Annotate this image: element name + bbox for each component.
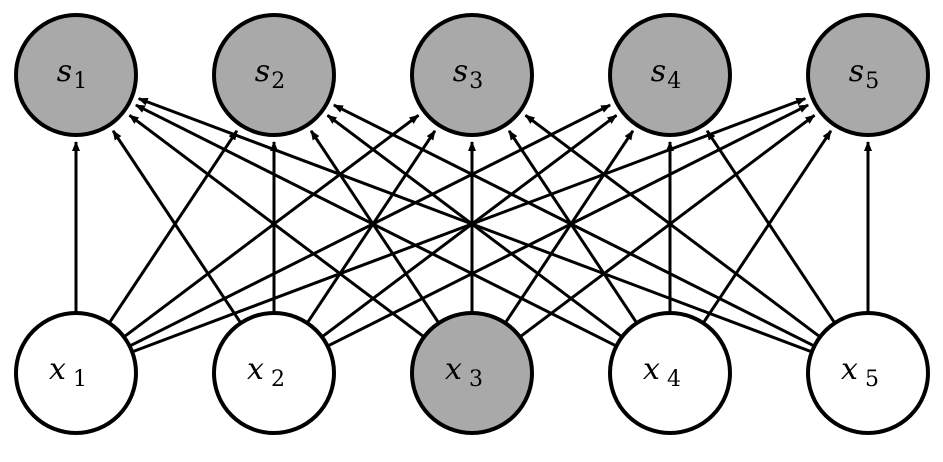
node-s2: s2	[212, 13, 336, 137]
edge-x1-to-s2	[107, 129, 239, 324]
node-s4: s4	[608, 13, 732, 137]
edge-x5-to-s4	[705, 129, 837, 324]
node-label-subscript: 3	[469, 69, 483, 94]
edge-x2-to-s4	[321, 114, 618, 339]
node-s3: s3	[410, 13, 534, 137]
node-label-subscript: 1	[73, 367, 87, 392]
node-circle-x3	[410, 311, 534, 435]
edge-x5-to-s2	[332, 103, 816, 348]
edge-x4-to-s1	[134, 103, 618, 348]
node-label-base: s	[255, 54, 270, 89]
edge-x5-to-s3	[524, 114, 821, 339]
node-circle-x4	[608, 311, 732, 435]
node-label-base: s	[651, 54, 666, 89]
node-label-base: x	[841, 352, 858, 387]
node-label-s1: s1	[57, 54, 87, 94]
node-label-base: x	[643, 352, 660, 387]
node-label-s5: s5	[849, 54, 879, 94]
node-circle-x5	[806, 311, 930, 435]
edge-x1-to-s4	[128, 103, 612, 348]
edge-x3-to-s1	[128, 114, 425, 339]
node-label-subscript: 2	[271, 367, 285, 392]
edge-x4-to-s3	[507, 129, 639, 324]
node-label-base: x	[247, 352, 264, 387]
node-circle-s2	[212, 13, 336, 137]
node-label-s4: s4	[651, 54, 681, 94]
edge-x2-to-s3	[305, 129, 437, 324]
node-label-subscript: 5	[865, 367, 879, 392]
node-label-s3: s3	[453, 54, 483, 94]
node-label-base: x	[445, 352, 462, 387]
node-circle-s4	[608, 13, 732, 137]
node-s1: s1	[14, 13, 138, 137]
node-label-base: s	[57, 54, 72, 89]
node-label-base: s	[453, 54, 468, 89]
node-label-subscript: 4	[667, 367, 681, 392]
node-label-s2: s2	[255, 54, 285, 94]
node-label-subscript: 2	[271, 69, 285, 94]
edge-x2-to-s1	[111, 129, 243, 324]
edge-x3-to-s2	[309, 129, 441, 324]
edge-x5-to-s1	[137, 97, 813, 354]
node-label-subscript: 1	[73, 69, 87, 94]
node-label-subscript: 4	[667, 69, 681, 94]
node-circle-s1	[14, 13, 138, 137]
node-label-base: x	[49, 352, 66, 387]
node-circle-x1	[14, 311, 138, 435]
edge-x3-to-s4	[503, 129, 635, 324]
node-circle-x2	[212, 311, 336, 435]
node-label-subscript: 3	[469, 367, 483, 392]
node-label-subscript: 5	[865, 69, 879, 94]
edge-x1-to-s3	[123, 114, 420, 339]
node-circle-s5	[806, 13, 930, 137]
edge-x4-to-s5	[701, 129, 833, 324]
node-label-base: s	[849, 54, 864, 89]
edges	[72, 97, 872, 354]
edge-x2-to-s5	[326, 103, 810, 348]
node-circle-s3	[410, 13, 534, 137]
node-s5: s5	[806, 13, 930, 137]
edge-x3-to-s5	[519, 114, 816, 339]
